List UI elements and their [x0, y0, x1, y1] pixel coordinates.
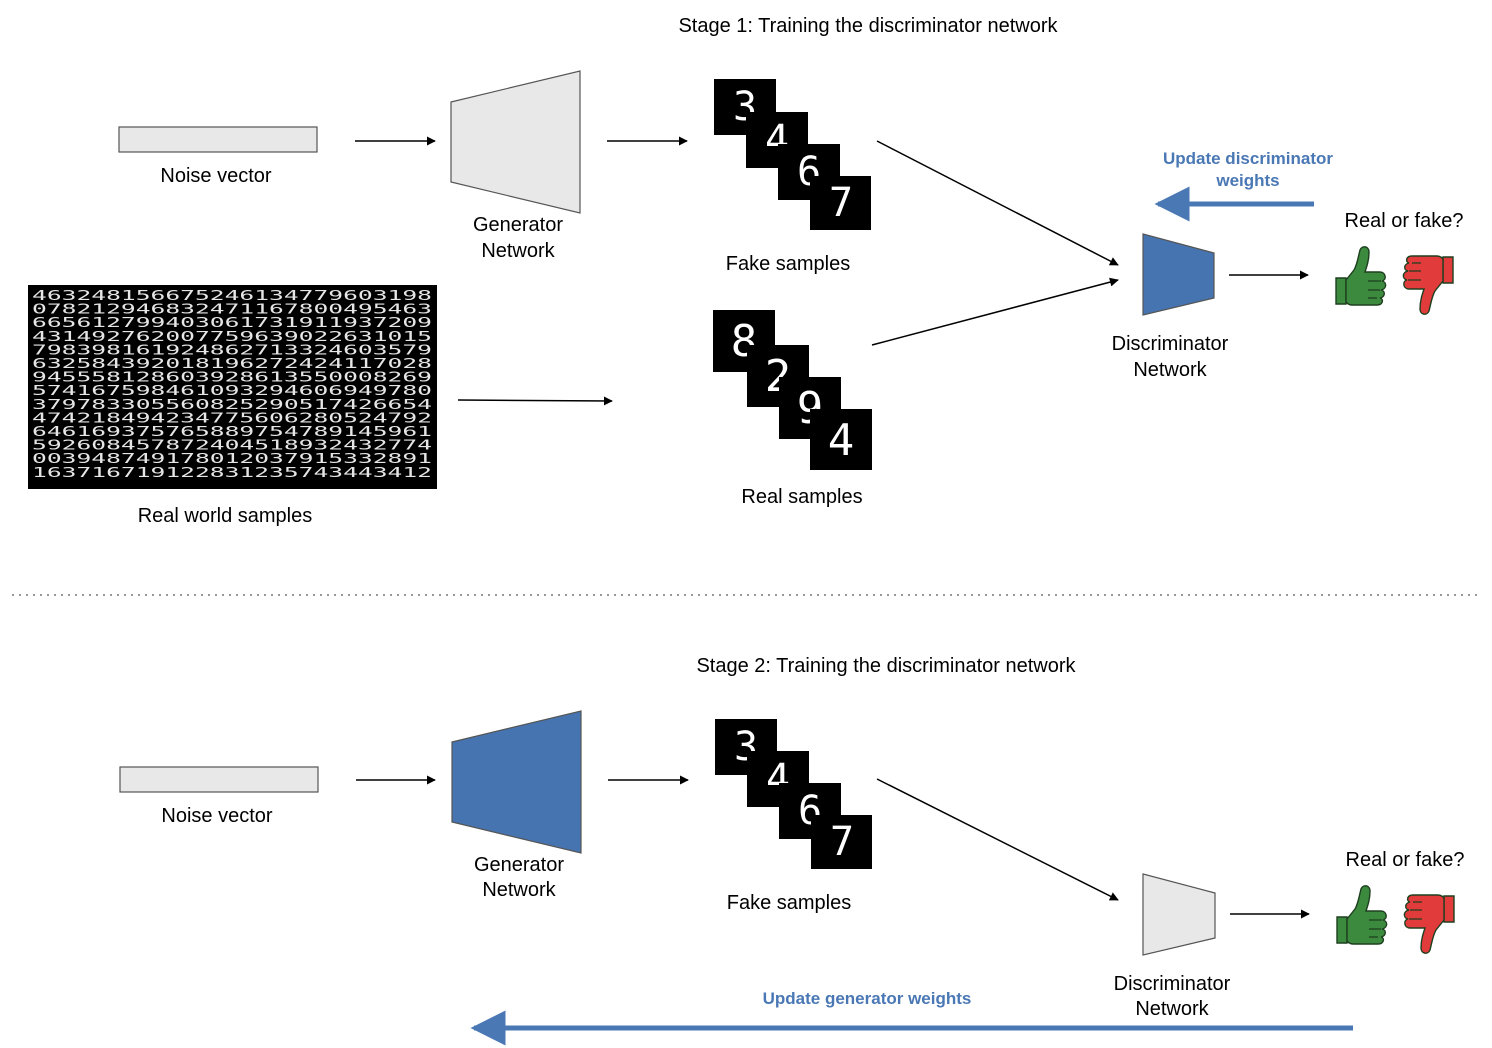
stage1-fake-digit-4: 7	[829, 180, 853, 226]
real-world-digit-row: 078212946832471167800495463	[32, 303, 432, 318]
stage1-title: Stage 1: Training the discriminator netw…	[678, 15, 1058, 37]
stage2-title: Stage 2: Training the discriminator netw…	[696, 655, 1076, 677]
real-world-digit-row: 379783305560825290517426654	[32, 398, 432, 413]
real-world-digit-row: 163716719122831235743443412	[32, 466, 432, 481]
stage1-discriminator-label-1: Discriminator	[1112, 333, 1229, 355]
stage2-fake-label: Fake samples	[727, 892, 852, 914]
stage2-question: Real or fake?	[1346, 849, 1465, 871]
stage2-fake-to-discriminator-arrow	[876, 778, 1119, 901]
thumbs-down-icon	[1403, 894, 1455, 954]
stage2-fake-samples-stack: 3 4 6 7	[715, 719, 872, 869]
real-world-digit-row: 431492762007759639022631015	[32, 330, 432, 345]
stage2-discriminator-label-1: Discriminator	[1114, 973, 1231, 995]
thumbs-up-icon	[1335, 246, 1387, 306]
stage1-update-label-2: weights	[1215, 171, 1279, 190]
stage1-noise-label: Noise vector	[160, 165, 271, 187]
stage1-generator-network	[450, 70, 581, 214]
stage1-question: Real or fake?	[1345, 210, 1464, 232]
real-world-digit-row: 463248156675246134779603198	[32, 289, 432, 304]
real-world-digit-row: 665612799403061731911937209	[32, 316, 432, 331]
stage1-noise-vector-box	[118, 126, 318, 153]
real-world-digit-row: 945558128603928613550008269	[32, 371, 432, 386]
stage2-generator-network	[451, 710, 582, 854]
stage1-fake-samples-stack: 3 4 6 7	[714, 79, 871, 230]
stage1-generator-label-1: Generator	[473, 214, 563, 236]
thumbs-down-icon	[1402, 255, 1454, 315]
real-world-digit-row: 798398161924862713324603579	[32, 343, 432, 358]
stage1-world-to-real-arrow	[457, 396, 613, 406]
stage1-discriminator-network	[1142, 233, 1215, 316]
stage2-update-label: Update generator weights	[763, 989, 972, 1008]
stage1-update-label-1: Update discriminator	[1163, 149, 1333, 168]
real-world-digit-row: 632584392018196272424117028	[32, 357, 432, 372]
stage2-generator-label-2: Network	[482, 879, 556, 901]
real-world-digit-row: 592608457872404518932432774	[32, 439, 432, 454]
stage1-real-world-samples-image	[28, 285, 437, 489]
real-world-digit-row: 003948749178012037915332891	[32, 452, 432, 467]
stage1-fake-label: Fake samples	[726, 253, 851, 275]
stage1-real-world-label: Real world samples	[138, 505, 313, 527]
real-world-digit-row: 474218494234775606280524792	[32, 411, 432, 426]
stage1-real-world-digit-grid: 4632481566752461347796031980782129468324…	[32, 289, 432, 481]
stage2-noise-label: Noise vector	[161, 805, 272, 827]
stage2-discriminator-label-2: Network	[1135, 998, 1209, 1020]
stage1-real-to-discriminator-arrow	[871, 277, 1119, 346]
stage1-discriminator-label-2: Network	[1133, 359, 1207, 381]
stage2-fake-digit-4: 7	[830, 819, 854, 865]
real-world-digit-row: 646169375765889754789145961	[32, 425, 432, 440]
thumbs-up-icon	[1336, 885, 1388, 945]
stage1-real-label: Real samples	[741, 486, 862, 508]
stage1-generator-label-2: Network	[481, 240, 555, 262]
stage2-discriminator-network	[1142, 873, 1216, 956]
stage1-real-digit-4: 4	[828, 415, 855, 466]
stage2-noise-vector-box	[119, 766, 319, 793]
stage1-fake-to-discriminator-arrow	[876, 140, 1119, 266]
real-world-digit-row: 574167598461093294606949780	[32, 384, 432, 399]
stage1-real-samples-stack: 8 2 9 4	[713, 310, 872, 470]
stage2-generator-label-1: Generator	[474, 854, 564, 876]
